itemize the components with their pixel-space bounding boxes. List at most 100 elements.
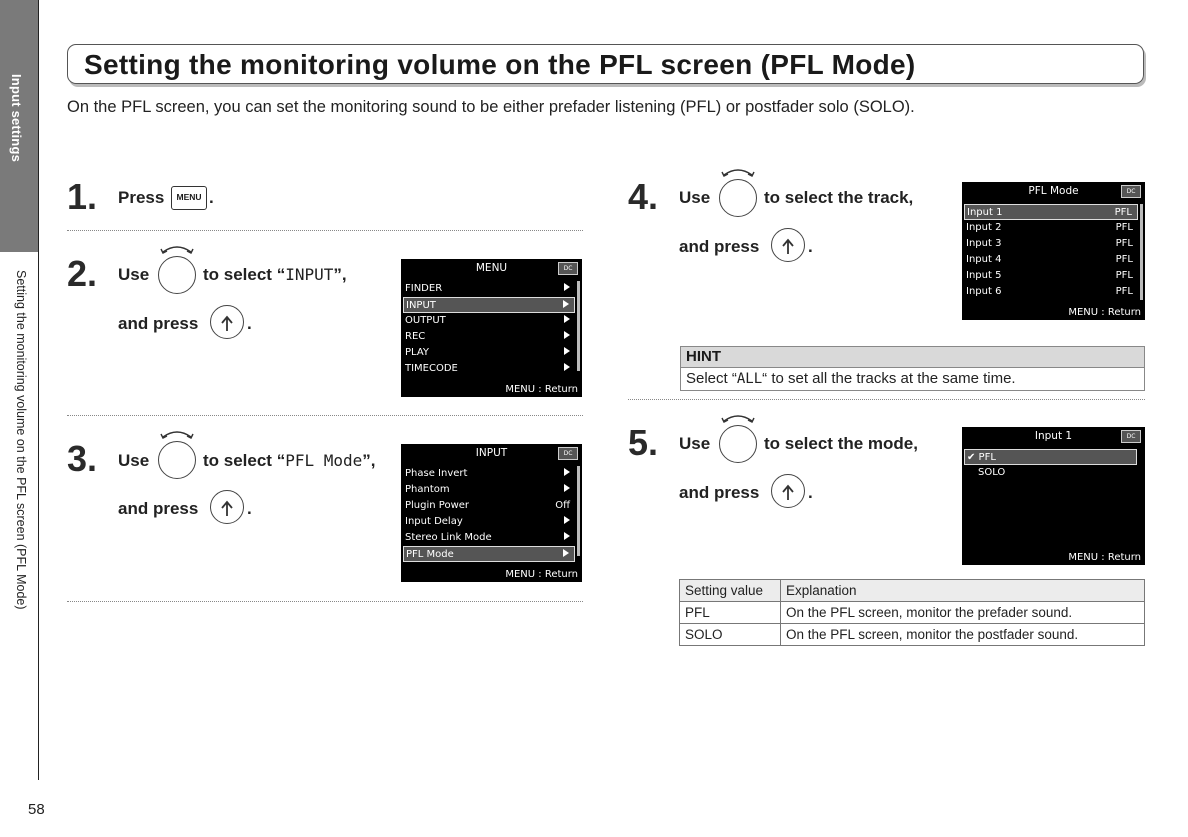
divider	[628, 399, 1145, 400]
step-2-and-press: and press	[118, 314, 199, 333]
item-value: PFL	[1115, 222, 1133, 233]
screen-footer: MENU : Return	[505, 569, 578, 580]
item-value: PFL	[1114, 207, 1132, 218]
scrollbar	[577, 466, 580, 556]
side-divider	[38, 0, 39, 780]
press-dial-icon	[210, 305, 244, 339]
screen-footer: MENU : Return	[1068, 552, 1141, 563]
menu-item-selected: INPUT	[403, 297, 575, 313]
scrollbar	[1140, 204, 1143, 300]
screen-header: INPUT	[475, 447, 508, 459]
rotate-arrow-icon	[721, 415, 755, 423]
step-3-use: Use	[118, 451, 150, 470]
item-label: OUTPUT	[405, 315, 446, 326]
table-header-row: Setting value Explanation	[679, 579, 1145, 602]
step-4-number: 4.	[628, 176, 659, 217]
rotate-arrow-icon	[160, 246, 194, 254]
item-label: Phase Invert	[405, 468, 468, 479]
menu-key-icon: MENU	[171, 186, 207, 210]
screen-footer: MENU : Return	[505, 384, 578, 395]
step-2-use: Use	[118, 265, 150, 284]
option-label: ✔ PFL	[967, 452, 996, 463]
table-header: Setting value	[679, 579, 781, 602]
section-title: Setting the monitoring volume on the PFL…	[84, 49, 916, 80]
page-number: 58	[28, 801, 45, 818]
step-2-select: to select “INPUT”,	[203, 265, 347, 285]
item-value: PFL	[1115, 238, 1133, 249]
screen-header: MENU	[475, 262, 508, 274]
item-label: INPUT	[406, 300, 436, 311]
select-close: ”,	[362, 451, 376, 470]
dial-icon	[158, 441, 196, 479]
select-text: to select “	[203, 265, 286, 284]
item-value: Off	[555, 500, 570, 511]
step-1-press-label: Press	[118, 188, 165, 207]
side-tab: Input settings	[0, 0, 38, 252]
divider	[67, 230, 583, 231]
option-label: SOLO	[978, 467, 1006, 478]
step-4-and-press: and press	[679, 237, 760, 256]
select-target: PFL Mode	[285, 451, 363, 470]
table-row: PFL On the PFL screen, monitor the prefa…	[679, 601, 1145, 624]
divider	[67, 601, 583, 602]
screen-header: PFL Mode	[1028, 185, 1079, 197]
item-label: Input Delay	[405, 516, 463, 527]
dial-icon	[158, 256, 196, 294]
step-4-select: to select the track,	[764, 188, 914, 207]
intro-text: On the PFL screen, you can set the monit…	[67, 98, 915, 116]
item-label: PFL Mode	[406, 549, 454, 560]
press-dial-icon	[771, 474, 805, 508]
mode-option: SOLO	[964, 465, 1137, 481]
battery-icon: DC	[1121, 430, 1141, 443]
scrollbar	[577, 281, 580, 371]
hint-pre: Select “	[686, 370, 737, 387]
section-title-box: Setting the monitoring volume on the PFL…	[67, 44, 1144, 84]
side-subtitle: Setting the monitoring volume on the PFL…	[14, 270, 28, 610]
step-2-end: .	[247, 314, 252, 333]
step-3-end: .	[247, 499, 252, 518]
menu-item: Phantom	[403, 482, 575, 498]
press-dial-icon	[771, 228, 805, 262]
rotate-arrow-icon	[160, 431, 194, 439]
table-cell: On the PFL screen, monitor the prefader …	[780, 601, 1145, 624]
dial-icon	[719, 179, 757, 217]
battery-icon: DC	[558, 262, 578, 275]
screen-header: Input 1	[1034, 430, 1073, 442]
divider	[67, 415, 583, 416]
select-target: INPUT	[285, 265, 334, 284]
step-4-end: .	[808, 237, 813, 256]
track-item: Input 3 PFL	[964, 236, 1138, 252]
step-1-number: 1.	[67, 176, 98, 217]
menu-item: Phase Invert	[403, 466, 575, 482]
item-value: PFL	[1115, 254, 1133, 265]
menu-item: FINDER	[403, 281, 575, 297]
item-label: PLAY	[405, 347, 430, 358]
step-1-end: .	[209, 188, 214, 207]
item-label: Phantom	[405, 484, 450, 495]
select-text: to select “	[203, 451, 286, 470]
hint-box: HINT Select “ALL“ to set all the tracks …	[680, 346, 1145, 391]
rotate-arrow-icon	[721, 169, 755, 177]
step-3-and-press: and press	[118, 499, 199, 518]
dial-icon	[719, 425, 757, 463]
step-5-select: to select the mode,	[764, 434, 918, 453]
item-label: TIMECODE	[405, 363, 458, 374]
hint-text: Select “ALL“ to set all the tracks at th…	[681, 368, 1144, 390]
select-close: ”,	[333, 265, 347, 284]
step-2-number: 2.	[67, 253, 98, 294]
item-label: Input 3	[966, 238, 1002, 249]
hint-label: HINT	[681, 347, 1144, 368]
screen-footer: MENU : Return	[1068, 307, 1141, 318]
menu-item: REC	[403, 329, 575, 345]
item-label: FINDER	[405, 283, 443, 294]
screen-menu: MENU DC FINDER INPUT OUTPUT REC PLAY TIM…	[401, 259, 582, 397]
screen-input-1: Input 1 DC ✔ PFL SOLO MENU : Return	[962, 427, 1145, 565]
step-5-number: 5.	[628, 422, 659, 463]
menu-item: TIMECODE	[403, 361, 575, 377]
battery-icon: DC	[558, 447, 578, 460]
mode-option-selected: ✔ PFL	[964, 449, 1137, 465]
